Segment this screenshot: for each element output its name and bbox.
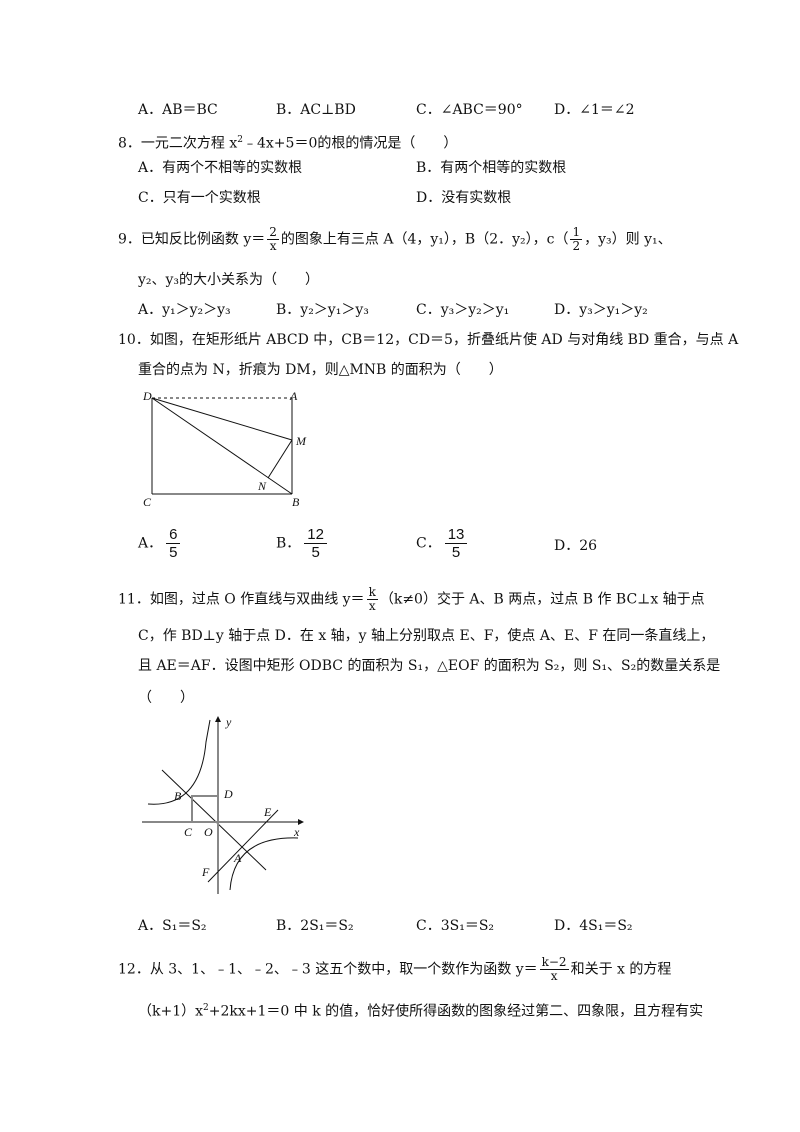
q9-stem-post: ，y₃）则 y₁、 [584,231,672,248]
q11-frac-den: x [368,599,376,613]
q10-label-d: D [142,389,152,403]
q11-option-a: A．S₁＝S₂ [138,918,207,934]
q11-option-d: D．4S₁＝S₂ [554,918,633,934]
q9-option-c: C．y₃＞y₂＞y₁ [416,302,510,318]
q10-crease-dm [151,397,293,441]
q12-line2-pre: （k+1）x [138,1003,204,1020]
q10-a-num: 6 [166,526,181,544]
q7-option-a: A．AB＝BC [138,102,218,118]
q10-c-den: 5 [451,544,461,561]
q8-stem-pre: 8．一元二次方程 x [118,135,238,152]
q12-line1-pre: 12．从 3、1、﹣1、﹣2、﹣3 这五个数中，取一个数作为函数 y＝ [118,961,538,978]
q11-x-arrow [298,819,304,825]
q9-stem-pre: 9．已知反比例函数 y＝ [118,231,266,248]
q12-line2-sup: 2 [203,1003,209,1013]
q11-line1-pre: 11．如图，过点 O 作直线与双曲线 y＝ [118,591,365,608]
q11-y-arrow [215,716,221,722]
q12-frac-num: k−2 [539,955,569,970]
q11-hyperbola-branch-4 [229,837,299,891]
q11-line4: （ ） [138,690,194,706]
q11-label-x: x [293,825,300,839]
q11-option-b: B．2S₁＝S₂ [276,918,354,934]
q11-rectangle-odbc [191,795,219,823]
q10-c-num: 13 [444,526,468,544]
q12-line2-post: +2kx+1＝0 中 k 的值，恰好使所得函数的图象经过第二、四象限，且方程有实 [208,1003,704,1020]
q7-option-d: D．∠1＝∠2 [554,102,635,118]
q10-option-d: D．26 [554,538,598,554]
q8-option-b: B．有两个相等的实数根 [416,160,567,176]
q11-frac-num: k [366,585,378,600]
q10-option-b-prefix: B． [276,535,301,552]
q8-option-d: D．没有实数根 [416,190,512,206]
q10-label-c: C [143,495,152,509]
q9-stem-line2: y₂、y₃的大小关系为（ ） [138,272,320,288]
q10-line1: 10．如图，在矩形纸片 ABCD 中，CB＝12，CD＝5，折叠纸片使 AD 与… [118,332,739,348]
q9-option-a: A．y₁＞y₂＞y₃ [138,302,231,318]
q7-option-b: B．AC⊥BD [276,102,356,118]
q10-b-den: 5 [311,544,320,561]
q10-label-n: N [257,479,267,493]
q11-label-b: B [174,789,182,803]
q9-frac-den: x [269,239,277,253]
q11-hyperbola-branch-2 [147,719,211,805]
q9-pt-num: 1 [570,225,583,240]
q7-option-c: C．∠ABC＝90° [416,102,523,118]
q10-segment-mn [267,439,293,479]
q8-option-a: A．有两个不相等的实数根 [138,160,303,176]
q12-line1-post: 和关于 x 的方程 [570,961,672,978]
q10-b-num: 12 [304,526,327,544]
q11-option-c: C．3S₁＝S₂ [416,918,495,934]
q10-diagonal-db [151,397,293,495]
q11-label-a: A [233,851,242,865]
q11-label-o: O [204,825,213,839]
q11-label-c: C [184,825,193,839]
q8-stem: 8．一元二次方程 x2﹣4x+5＝0的根的情况是（ ） [118,130,457,154]
q11-label-y: y [225,715,232,729]
q10-line2: 重合的点为 N，折痕为 DM，则△MNB 的面积为（ ） [138,362,503,378]
q11-figure: y x B D E C O A F [142,715,304,894]
q10-option-a-prefix: A． [138,535,163,552]
q11-line-bo-a [161,769,267,871]
q11-line3: 且 AE＝AF．设图中矩形 ODBC 的面积为 S₁，△EOF 的面积为 S₂，… [138,658,721,674]
q10-option-c-prefix: C． [416,535,441,552]
q8-stem-sup: 2 [237,135,243,145]
q12-frac-den: x [550,969,558,983]
q9-pt-den: 2 [572,239,581,253]
q9-option-b: B．y₂＞y₁＞y₃ [276,302,369,318]
q11-line1-post: （k≠0）交于 A、B 两点，过点 B 作 BC⊥x 轴于点 [379,591,705,608]
q9-frac-num: 2 [267,225,279,240]
q11-line2: C，作 BD⊥y 轴于点 D．在 x 轴，y 轴上分别取点 E、F，使点 A、E… [138,628,715,644]
q10-label-b: B [292,495,300,509]
q8-stem-post: ﹣4x+5＝0的根的情况是（ ） [243,135,458,152]
q10-label-m: M [295,434,307,448]
q11-label-f: F [201,865,210,879]
q11-label-d: D [223,787,233,801]
q11-label-e: E [263,805,272,819]
q10-a-den: 5 [169,544,178,561]
q10-label-a: A [289,389,298,403]
q11-line-ef [207,809,279,883]
q10-figure: D A M N C B [142,389,307,509]
q9-option-d: D．y₃＞y₁＞y₂ [554,302,648,318]
q8-option-c: C．只有一个实数根 [138,190,261,206]
q9-stem-mid: 的图象上有三点 A（4，y₁），B（2．y₂），c（ [280,231,569,248]
q12-line2: （k+1）x2+2kx+1＝0 中 k 的值，恰好使所得函数的图象经过第二、四象… [138,998,703,1022]
